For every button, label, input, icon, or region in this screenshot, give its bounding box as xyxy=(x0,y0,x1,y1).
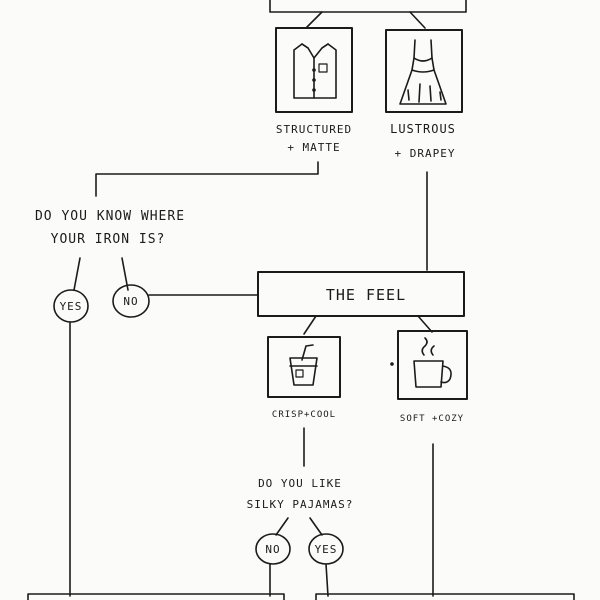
connector-pajama-yes xyxy=(309,517,323,536)
connector-top-left xyxy=(305,11,323,29)
connector-feel-right xyxy=(417,315,433,333)
hot-mug-icon xyxy=(390,330,468,400)
right-option-label-line2: + DRAPEY xyxy=(395,147,456,160)
shirt-icon xyxy=(275,27,353,113)
pajama-no-circle xyxy=(255,533,291,565)
top-box xyxy=(269,0,467,13)
iced-drink-icon xyxy=(267,336,341,398)
feel-box-title: THE FEEL xyxy=(326,286,406,304)
feel-box xyxy=(257,271,465,317)
iron-no-circle xyxy=(112,284,150,318)
iron-yes-circle xyxy=(53,289,89,323)
bottom-left-box xyxy=(27,593,285,600)
connector-iron-yes xyxy=(73,257,81,291)
iron-question-line2: YOUR IRON IS? xyxy=(51,232,166,247)
pajama-question-line1: DO YOU LIKE xyxy=(258,477,342,490)
connector-top-right xyxy=(409,11,426,29)
soft-cozy-label: SOFT +COZY xyxy=(400,414,464,424)
connector-structured-down xyxy=(95,161,319,197)
left-option-label-line2: + MATTE xyxy=(287,141,340,154)
right-option-label-line1: LUSTROUS xyxy=(390,122,456,136)
connector-pajama-no xyxy=(275,517,289,536)
crisp-cool-label: CRISP+COOL xyxy=(272,410,336,420)
connector-feel-left xyxy=(303,315,317,335)
connector-pajama-yes-down xyxy=(325,563,329,597)
iron-yes-label: YES xyxy=(60,300,83,313)
iron-no-label: NO xyxy=(123,295,138,308)
pajama-question-line2: SILKY PAJAMAS? xyxy=(247,498,354,511)
left-option-label-line1: STRUCTURED xyxy=(276,123,352,136)
bottom-right-box xyxy=(315,593,575,600)
pajama-no-label: NO xyxy=(265,543,280,556)
pajama-yes-label: YES xyxy=(315,543,338,556)
dress-icon xyxy=(385,29,463,113)
iron-question-line1: DO YOU KNOW WHERE xyxy=(35,209,185,224)
